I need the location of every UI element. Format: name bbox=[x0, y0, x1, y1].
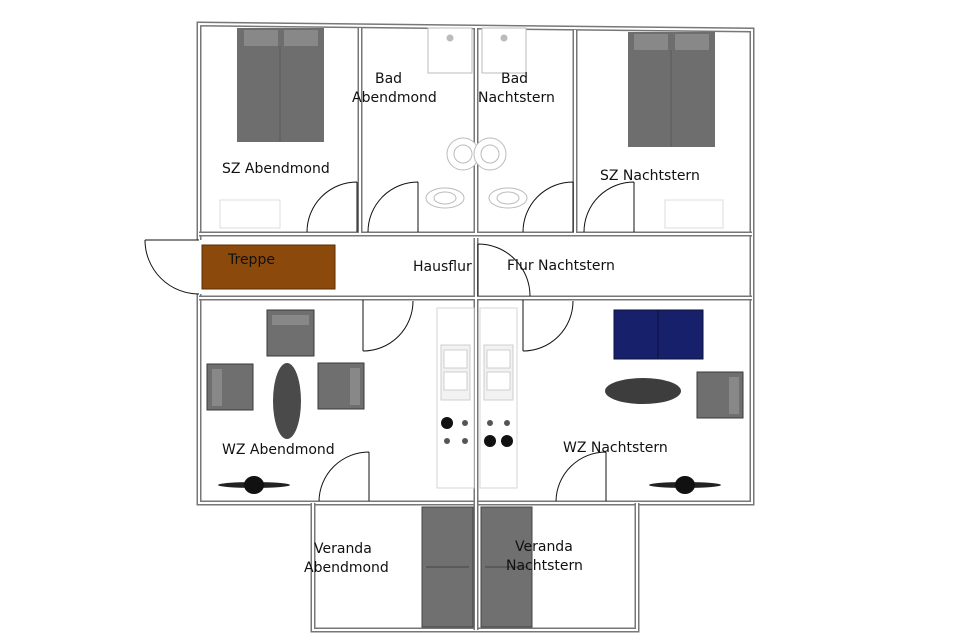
coffee-table-abendmond bbox=[273, 363, 301, 439]
label-hausflur: Hausflur bbox=[413, 259, 472, 275]
door-veranda-abendmond bbox=[318, 451, 370, 502]
door-bad-abendmond bbox=[367, 181, 419, 233]
label-bad-abendmond-1: Bad bbox=[375, 71, 402, 87]
door-flur-nachtstern bbox=[477, 243, 531, 297]
living-nachtstern-furniture bbox=[605, 309, 744, 494]
bed-abendmond bbox=[237, 28, 324, 142]
veranda-loungers bbox=[421, 506, 533, 628]
living-abendmond-furniture bbox=[206, 309, 365, 494]
label-sz-nachtstern: SZ Nachtstern bbox=[600, 168, 700, 184]
label-bad-nachtstern-1: Bad bbox=[501, 71, 528, 87]
label-bad-abendmond-2: Abendmond bbox=[352, 90, 437, 106]
label-veranda-abendmond-2: Abendmond bbox=[304, 560, 389, 576]
stairs bbox=[201, 244, 336, 290]
door-veranda-nachtstern bbox=[555, 451, 607, 502]
door-sz-abendmond bbox=[306, 181, 358, 233]
label-veranda-nachtstern-2: Nachtstern bbox=[506, 558, 583, 574]
kitchen-nachtstern bbox=[479, 307, 518, 489]
dresser-abendmond bbox=[219, 199, 281, 229]
door-sz-nachtstern bbox=[583, 181, 635, 233]
coffee-table-nachtstern bbox=[605, 378, 681, 404]
ceiling-fan-abendmond bbox=[218, 476, 290, 494]
door-wz-nachtstern-top bbox=[522, 300, 574, 352]
ceiling-fan-nachtstern bbox=[649, 476, 721, 494]
room-labels: SZ Abendmond Bad Abendmond Bad Nachtster… bbox=[222, 71, 700, 576]
door-entry bbox=[144, 239, 200, 295]
door-wz-abendmond-top bbox=[362, 300, 414, 352]
bathroom-fixtures bbox=[425, 27, 528, 209]
label-bad-nachtstern-2: Nachtstern bbox=[478, 90, 555, 106]
label-wz-nachtstern: WZ Nachtstern bbox=[563, 440, 668, 456]
label-flur-nachtstern: Flur Nachtstern bbox=[507, 258, 615, 274]
walls bbox=[194, 21, 755, 633]
doors bbox=[144, 181, 635, 502]
label-sz-abendmond: SZ Abendmond bbox=[222, 161, 330, 177]
bed-nachtstern bbox=[628, 32, 715, 147]
kitchen-abendmond bbox=[436, 307, 475, 489]
label-wz-abendmond: WZ Abendmond bbox=[222, 442, 335, 458]
door-bad-nachtstern bbox=[522, 181, 574, 233]
label-treppe: Treppe bbox=[227, 252, 275, 268]
label-veranda-nachtstern-1: Veranda bbox=[515, 539, 573, 555]
dresser-nachtstern bbox=[664, 199, 724, 229]
label-veranda-abendmond-1: Veranda bbox=[314, 541, 372, 557]
